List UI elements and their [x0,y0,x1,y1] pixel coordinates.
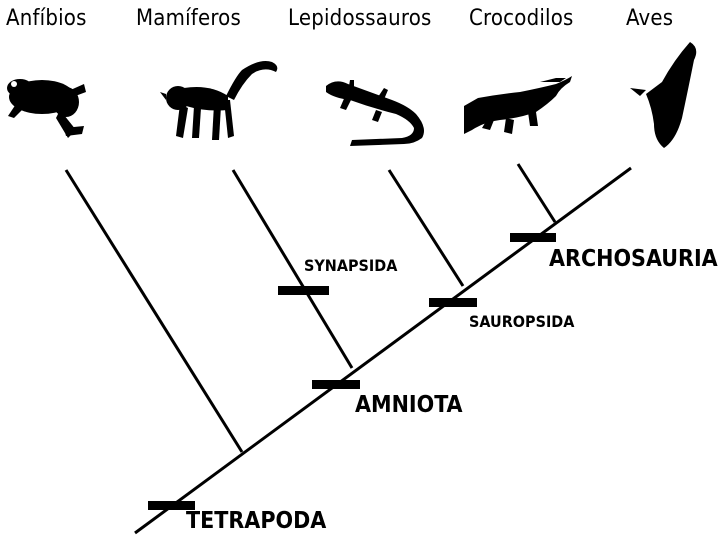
taxon-label-lepidosaurs: Lepidossauros [288,6,432,31]
branch-lepidosaurs [389,170,463,286]
taxon-label-mammals: Mamíferos [136,6,241,31]
node-bar-synapsida [278,286,329,295]
branch-crocodiles [518,164,555,222]
taxon-label-birds: Aves [626,6,673,31]
taxon-label-crocodiles: Crocodilos [469,6,574,31]
frog-icon [7,79,86,138]
node-bar-amniota [312,380,360,389]
clade-label-synapsida: SYNAPSIDA [304,256,397,275]
branch-amphibians [66,170,242,452]
clade-label-amniota: AMNIOTA [355,392,463,418]
bird-icon [630,42,696,148]
crocodile-icon [464,76,572,134]
lemur-icon [160,61,277,140]
main-trunk [135,168,631,533]
node-bar-sauropsida [429,298,477,307]
clade-label-archosauria: ARCHOSAURIA [549,246,718,272]
node-bar-archosauria [510,233,556,242]
clade-label-sauropsida: SAUROPSIDA [469,312,574,331]
taxon-label-amphibians: Anfíbios [6,6,87,31]
clade-label-tetrapoda: TETRAPODA [186,508,326,534]
lizard-icon [326,80,424,146]
